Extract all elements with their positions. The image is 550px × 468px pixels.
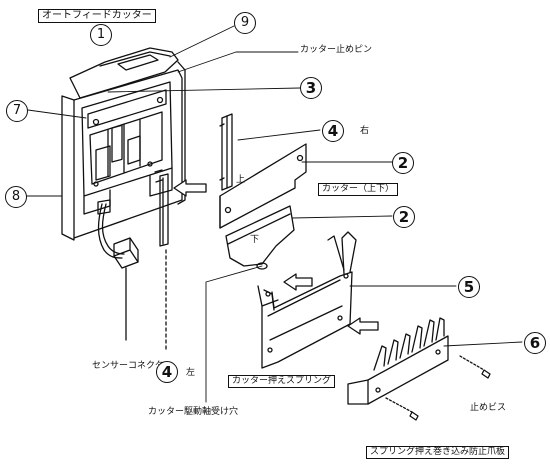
label-cutter-updown: カッター（上下） [318, 183, 399, 196]
callout-9: 9 [234, 12, 256, 34]
callout-4-right: 4 [322, 120, 344, 142]
label-upper: 上 [236, 175, 246, 185]
label-cutter-drive-shaft-hole: カッター駆動軸受け穴 [148, 407, 239, 417]
assembly-arrow-1 [173, 179, 207, 197]
leader-lines [25, 25, 523, 403]
callout-6: 6 [524, 332, 546, 354]
label-spring-press-guard: スプリング押え巻き込み防止爪板 [366, 446, 510, 459]
callout-2-top: 2 [392, 152, 414, 174]
callout-2-bottom: 2 [393, 206, 415, 228]
callout-8: 8 [5, 186, 27, 208]
title-number-badge: 1 [90, 24, 112, 46]
cutter-blade-upper [219, 143, 307, 229]
stop-screw [385, 355, 491, 421]
cutter-housing [61, 47, 186, 241]
callout-4-left: 4 [156, 361, 178, 383]
callout-7: 7 [6, 100, 28, 122]
assembly-arrow-2 [283, 273, 313, 291]
label-stop-screw: 止めビス [470, 403, 507, 413]
diagram-title: オートフィードカッター [38, 9, 156, 23]
label-left: 左 [186, 368, 196, 378]
label-sensor-connector: センサーコネクター [92, 361, 173, 371]
label-cutter-press-spring: カッター押えスプリング [228, 375, 336, 388]
left-slider [154, 169, 169, 247]
right-slider [219, 113, 233, 191]
cutter-blade-lower [225, 205, 295, 270]
label-right: 右 [360, 126, 370, 136]
cutter-press-spring [257, 231, 357, 369]
assembly-arrow-3 [347, 317, 379, 335]
label-lower: 下 [250, 235, 260, 245]
label-cutter-stop-pin: カッター止めピン [300, 45, 373, 55]
spring-press-guard-plate [347, 317, 449, 405]
callout-3: 3 [300, 77, 322, 99]
sensor-connector [97, 199, 139, 341]
callout-5: 5 [458, 276, 480, 298]
